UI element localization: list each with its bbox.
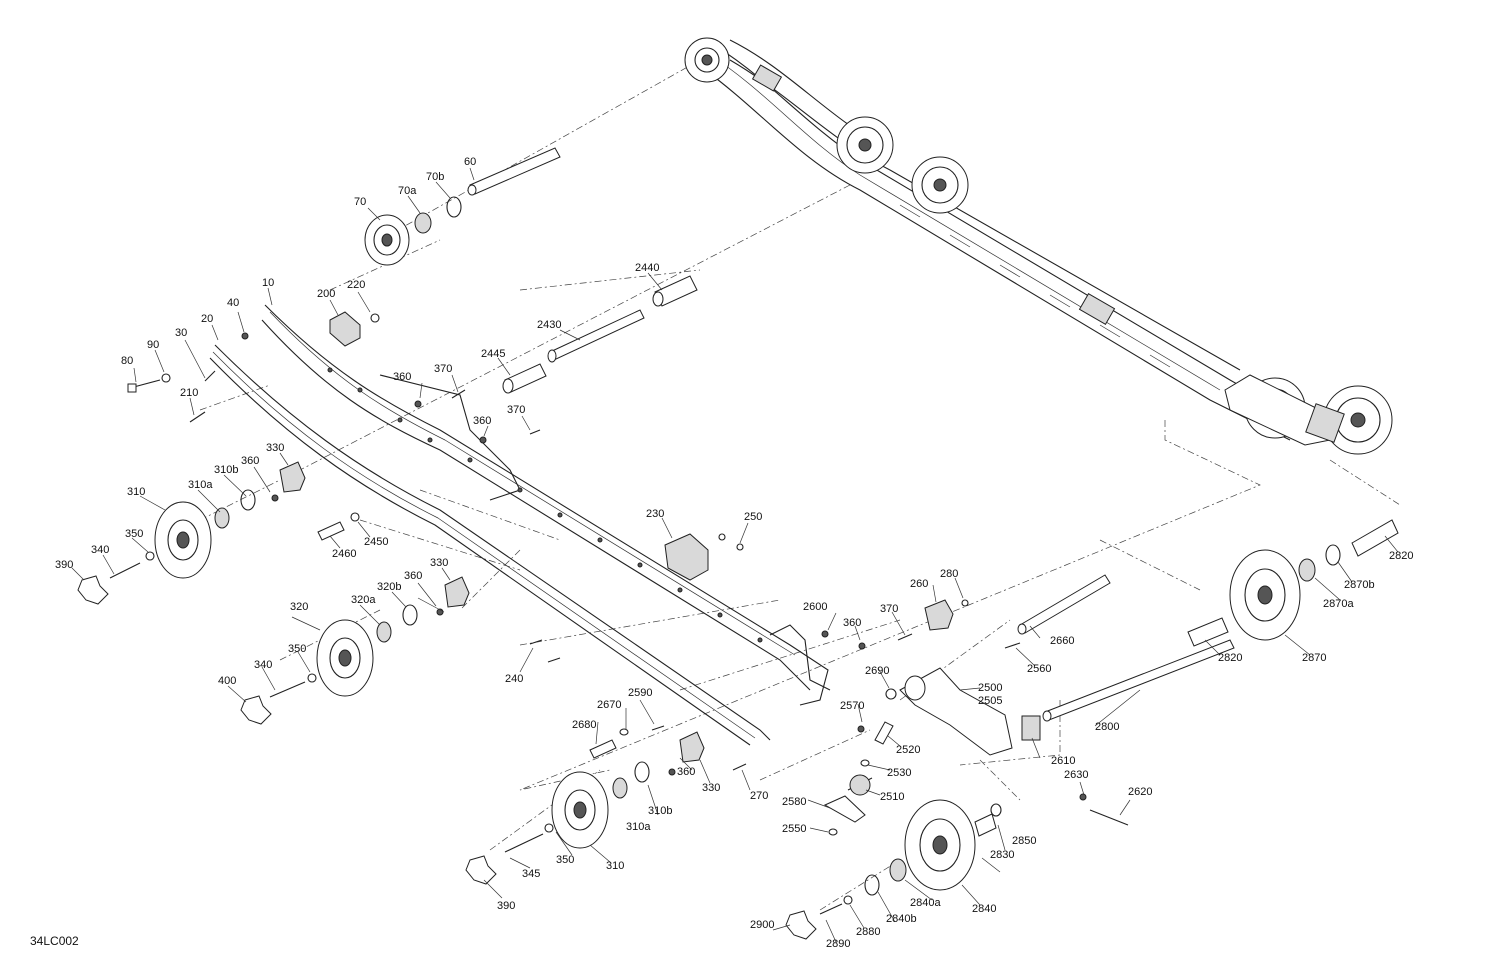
assembled-rail xyxy=(684,37,1393,455)
callout-2800: 2800 xyxy=(1095,721,1119,733)
callout-2580: 2580 xyxy=(782,796,806,808)
callout-2820-b: 2820 xyxy=(1389,550,1413,562)
callout-2440: 2440 xyxy=(635,262,659,274)
callout-2600: 2600 xyxy=(803,601,827,613)
callout-70a: 70a xyxy=(398,185,417,197)
callout-90: 90 xyxy=(147,339,159,351)
callout-320b: 320b xyxy=(377,581,401,593)
callout-2630: 2630 xyxy=(1064,769,1088,781)
callout-2840a: 2840a xyxy=(910,897,941,909)
callout-2610: 2610 xyxy=(1051,755,1075,767)
callout-2520: 2520 xyxy=(896,744,920,756)
callout-2510: 2510 xyxy=(880,791,904,803)
callout-210: 210 xyxy=(180,387,198,399)
callout-350-c: 350 xyxy=(556,854,574,866)
callout-230: 230 xyxy=(646,508,664,520)
callout-2620: 2620 xyxy=(1128,786,1152,798)
callout-10: 10 xyxy=(262,277,274,289)
callout-2460: 2460 xyxy=(332,548,356,560)
callout-360-a: 360 xyxy=(393,371,411,383)
callout-250: 250 xyxy=(744,511,762,523)
callout-2690: 2690 xyxy=(865,665,889,677)
callout-60: 60 xyxy=(464,156,476,168)
callout-2445: 2445 xyxy=(481,348,505,360)
callout-200: 200 xyxy=(317,288,335,300)
callout-370-a: 370 xyxy=(434,363,452,375)
callout-2870b: 2870b xyxy=(1344,579,1375,591)
callouts: 10 20 30 40 60 70 70a 70b 80 90 200 210 … xyxy=(30,156,1413,950)
callout-2670: 2670 xyxy=(597,699,621,711)
callout-270: 270 xyxy=(750,790,768,802)
callout-360-b: 360 xyxy=(473,415,491,427)
callout-360-c: 360 xyxy=(241,455,259,467)
assembly-guide-lines xyxy=(199,59,1401,911)
callout-2560: 2560 xyxy=(1027,663,1051,675)
callout-400: 400 xyxy=(218,675,236,687)
slide-rails xyxy=(209,304,831,746)
callout-330-b: 330 xyxy=(430,557,448,569)
diagram-code: 34LC002 xyxy=(30,934,79,948)
callout-2840b: 2840b xyxy=(886,913,917,925)
callout-2870a: 2870a xyxy=(1323,598,1354,610)
callout-20: 20 xyxy=(201,313,213,325)
callout-2450: 2450 xyxy=(364,536,388,548)
callout-320: 320 xyxy=(290,601,308,613)
callout-350-b: 350 xyxy=(288,643,306,655)
callout-320a: 320a xyxy=(351,594,376,606)
callout-360-f: 360 xyxy=(677,766,695,778)
callout-2550: 2550 xyxy=(782,823,806,835)
callout-340-b: 340 xyxy=(254,659,272,671)
callout-2500: 2500 xyxy=(978,682,1002,694)
callout-360-d: 360 xyxy=(404,570,422,582)
callout-2840: 2840 xyxy=(972,903,996,915)
callout-2660: 2660 xyxy=(1050,635,1074,647)
callout-2850: 2850 xyxy=(1012,835,1036,847)
callout-2505: 2505 xyxy=(978,695,1002,707)
callout-2530: 2530 xyxy=(887,767,911,779)
callout-390-a: 390 xyxy=(55,559,73,571)
callout-370-b: 370 xyxy=(507,404,525,416)
callout-330-c: 330 xyxy=(702,782,720,794)
callout-70: 70 xyxy=(354,196,366,208)
callout-310-b: 310 xyxy=(606,860,624,872)
parts xyxy=(77,147,1399,940)
callout-2820-a: 2820 xyxy=(1218,652,1242,664)
callout-345: 345 xyxy=(522,868,540,880)
callout-260: 260 xyxy=(910,578,928,590)
callout-340-a: 340 xyxy=(91,544,109,556)
callout-310a-b: 310a xyxy=(626,821,651,833)
callout-2900: 2900 xyxy=(750,919,774,931)
callout-220: 220 xyxy=(347,279,365,291)
callout-2680: 2680 xyxy=(572,719,596,731)
leader-lines xyxy=(71,167,1399,943)
callout-2570: 2570 xyxy=(840,700,864,712)
callout-240: 240 xyxy=(505,673,523,685)
callout-370-c: 370 xyxy=(880,603,898,615)
callout-350-a: 350 xyxy=(125,528,143,540)
callout-2590: 2590 xyxy=(628,687,652,699)
callout-310a-a: 310a xyxy=(188,479,213,491)
callout-80: 80 xyxy=(121,355,133,367)
callout-30: 30 xyxy=(175,327,187,339)
callout-310-a: 310 xyxy=(127,486,145,498)
callout-40: 40 xyxy=(227,297,239,309)
callout-310b-a: 310b xyxy=(214,464,238,476)
callout-280: 280 xyxy=(940,568,958,580)
callout-310b-b: 310b xyxy=(648,805,672,817)
callout-2890: 2890 xyxy=(826,938,850,950)
callout-360-e: 360 xyxy=(843,617,861,629)
callout-330-a: 330 xyxy=(266,442,284,454)
callout-70b: 70b xyxy=(426,171,444,183)
callout-2880: 2880 xyxy=(856,926,880,938)
callout-2430: 2430 xyxy=(537,319,561,331)
callout-2870: 2870 xyxy=(1302,652,1326,664)
callout-390-b: 390 xyxy=(497,900,515,912)
callout-2830: 2830 xyxy=(990,849,1014,861)
